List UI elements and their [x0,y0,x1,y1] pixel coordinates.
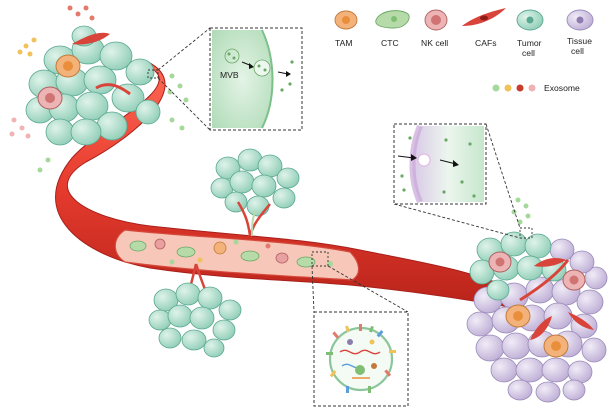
exosome-icon-red [516,84,524,92]
exosome-icon-yellow [504,84,512,92]
caf-cell [530,316,552,340]
caf-cell [568,312,594,330]
exosome-cargo [339,339,381,379]
primary-tumor-zoom-box [147,69,159,79]
legend-label-tam: TAM [335,38,353,48]
legend-ctc: CTC [375,10,410,48]
secondary-site-zoom-box [519,227,533,239]
legend-label-tumor-2: cell [522,48,535,58]
legend-label-tissue: Tissue [567,36,592,46]
caf-cell [534,258,566,267]
primary-tumor [9,5,189,173]
exosome-icon-green [492,84,500,92]
legend-exosome: Exosome [492,83,580,93]
legend-nk: NK cell [421,9,448,48]
exosome-zoom-panel [311,265,409,407]
primary-tumor-cells [25,25,161,146]
legend: TAM CTC NK cell CAFs Tumor cell [334,8,594,93]
lumen-cells [129,238,333,268]
legend-label-exosome: Exosome [544,83,580,93]
bottom-left-metastasis [148,263,242,358]
secondary-exosomes [511,197,531,225]
legend-label-tissue-2: cell [571,46,584,56]
exosome-icon-pink [528,84,536,92]
mid-metastasis [210,148,300,237]
mvb-label: MVB [220,70,239,80]
caf-cell [72,32,110,45]
secondary-tumor-site [466,197,608,403]
exosome-detail [328,326,394,392]
legend-label-cafs: CAFs [475,38,496,48]
exosome-membrane-proteins [326,324,396,393]
blood-vessel [55,61,527,311]
legend-tissue: Tissue cell [566,9,594,56]
primary-tumor-exosomes [9,5,189,173]
legend-label-ctc: CTC [381,38,399,48]
legend-label-nk: NK cell [421,38,448,48]
uptake-zoom-panel [393,123,521,239]
vessel-zoom-box [311,251,329,267]
legend-label-tumor: Tumor [517,38,542,48]
mvb-zoom-panel: MVB [157,27,303,131]
legend-cafs: CAFs [462,8,506,48]
legend-tumor: Tumor cell [516,9,544,58]
legend-tam: TAM [334,10,358,48]
